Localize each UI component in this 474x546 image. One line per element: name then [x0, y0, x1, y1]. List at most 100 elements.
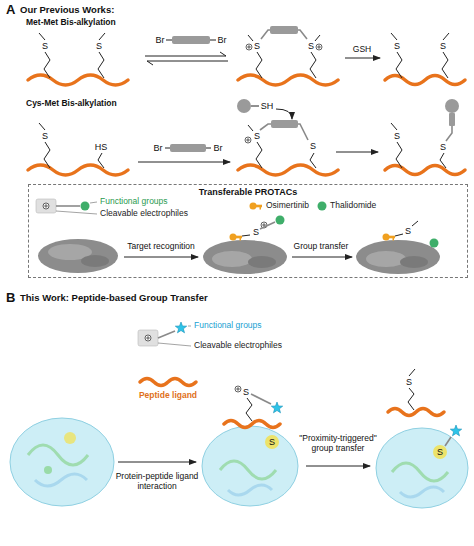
peptide-transfer-scheme	[445, 437, 451, 446]
cys-met-scheme	[28, 165, 128, 175]
key-label: Functional groups	[194, 321, 262, 331]
cys-met-scheme	[39, 123, 50, 168]
arrow-label: Target recognition	[127, 242, 195, 252]
atom-label: Br	[214, 143, 223, 153]
reaction-title: Met-Met Bis-alkylation	[26, 18, 116, 28]
protac-scheme	[38, 239, 118, 273]
arrow-label: GSH	[353, 45, 371, 55]
atom-label: HS	[95, 142, 108, 152]
arrow-label: Group transfer	[294, 242, 349, 252]
cys-met-scheme	[440, 153, 446, 168]
peptide-transfer-scheme	[271, 402, 282, 413]
key-label: Thalidomide	[330, 201, 376, 211]
key-label: Osimertinib	[266, 201, 309, 211]
section-heading: This Work: Peptide-based Group Transfer	[20, 293, 208, 304]
atom-label: SH	[261, 101, 274, 111]
protac-scheme	[81, 202, 90, 211]
protac-scheme	[400, 256, 428, 268]
atom-label: S	[405, 226, 411, 236]
protac-scheme	[81, 255, 109, 267]
atom-label: S	[440, 41, 446, 51]
protac-scheme	[430, 239, 439, 248]
protac-scheme	[292, 257, 352, 258]
peptide-transfer-scheme	[175, 322, 186, 333]
peptide-transfer-scheme	[138, 330, 158, 346]
protac-scheme	[56, 202, 97, 214]
cys-met-scheme	[138, 162, 230, 163]
protac-scheme	[318, 202, 327, 211]
ligand-label: Peptide ligand	[139, 391, 197, 401]
reaction-title: Cys-Met Bis-alkylation	[26, 99, 117, 109]
section-heading: Our Previous Works:	[20, 5, 114, 16]
peptide-transfer-scheme	[10, 418, 114, 506]
atom-label: S	[42, 131, 48, 141]
protac-scheme	[212, 251, 252, 267]
peptide-transfer-scheme	[202, 426, 298, 506]
atom-label: S	[394, 131, 400, 141]
protac-scheme	[124, 257, 198, 258]
peptide-transfer-scheme	[392, 463, 448, 481]
atom-label: Br	[154, 143, 163, 153]
peptide-transfer-scheme	[246, 398, 252, 421]
protac-scheme	[276, 216, 285, 225]
protac-scheme	[36, 199, 440, 274]
key-label: Cleavable electrophiles	[194, 341, 282, 351]
peptide-transfer-scheme	[145, 335, 151, 341]
peptide-transfer-scheme	[10, 322, 468, 508]
cys-met-scheme	[449, 113, 455, 126]
protac-scheme	[248, 256, 276, 268]
peptide-transfer-scheme	[35, 474, 87, 486]
peptide-transfer-scheme	[64, 432, 76, 444]
cys-met-scheme	[336, 152, 378, 153]
met-met-scheme	[345, 58, 380, 59]
met-met-scheme	[442, 33, 449, 78]
peptide-transfer-scheme	[158, 326, 191, 346]
protac-scheme	[43, 203, 49, 209]
atom-label: S	[437, 447, 443, 457]
met-met-scheme	[385, 76, 465, 85]
key-label: Cleavable electrophiles	[100, 209, 188, 219]
protac-scheme	[356, 240, 440, 274]
cys-met-scheme	[238, 165, 338, 175]
protac-scheme	[230, 234, 243, 241]
met-met-scheme	[270, 26, 298, 34]
arrow-label: Protein-peptide ligand interaction	[113, 472, 201, 492]
met-met-scheme	[248, 35, 262, 78]
protac-scheme	[383, 234, 396, 241]
protac-scheme	[250, 203, 263, 210]
met-met-scheme	[238, 75, 338, 85]
protac-scheme	[203, 240, 287, 274]
peptide-transfer-scheme	[376, 428, 468, 508]
panel-letter: A	[6, 3, 15, 18]
met-met-scheme	[147, 61, 228, 65]
peptide-transfer-scheme	[228, 485, 272, 495]
cys-met-scheme	[310, 153, 316, 168]
peptide-transfer-scheme	[388, 409, 444, 416]
cys-met-scheme	[251, 106, 259, 107]
cys-met-scheme	[391, 123, 402, 168]
atom-label: S	[310, 141, 316, 151]
cys-met-scheme	[385, 166, 465, 175]
peptide-transfer-scheme	[265, 435, 279, 449]
met-met-scheme	[28, 75, 128, 85]
protac-scheme	[260, 222, 275, 229]
peptide-transfer-scheme	[450, 425, 461, 436]
peptide-transfer-scheme	[400, 487, 444, 497]
group-title: Transferable PROTACs	[199, 187, 297, 197]
arrow-label: "Proximity-triggered" group transfer	[292, 434, 384, 454]
dashed-group-box: Transferable PROTACs	[28, 184, 468, 278]
peptide-transfer-scheme	[118, 462, 196, 463]
cys-met-scheme	[98, 153, 104, 168]
met-met-scheme	[172, 36, 210, 44]
protac-scheme	[36, 199, 56, 213]
met-met-scheme	[316, 44, 322, 50]
peptide-transfer-scheme	[28, 445, 88, 465]
cys-met-scheme	[170, 144, 206, 152]
atom-label: S	[308, 41, 314, 51]
panel-letter: B	[6, 291, 15, 306]
met-met-scheme	[145, 52, 226, 56]
atom-label: Br	[156, 35, 165, 45]
protac-scheme	[366, 251, 406, 267]
cys-met-scheme	[28, 99, 465, 175]
protac-scheme	[242, 235, 250, 236]
